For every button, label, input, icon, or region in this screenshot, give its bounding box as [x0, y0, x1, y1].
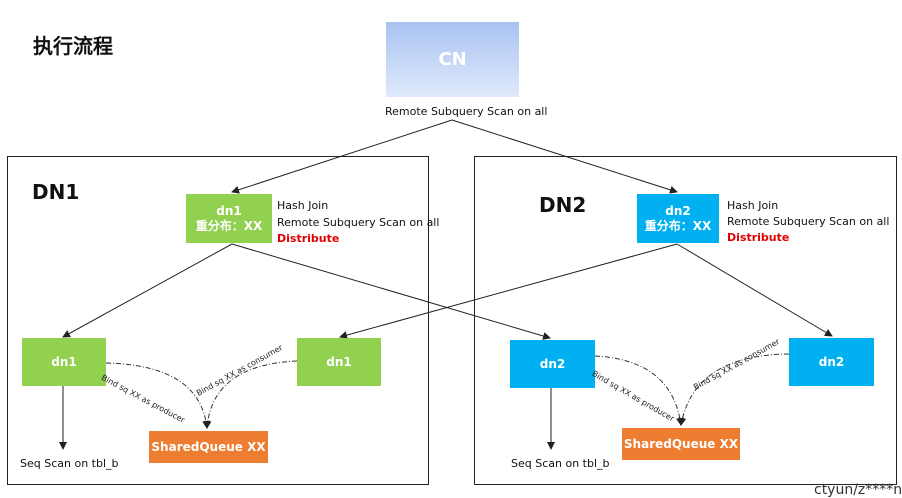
dashed-dn1-consumer: [203, 360, 298, 429]
arrow-dn2-to-dn2-right: [676, 243, 833, 337]
dn1-top-node-name: dn1: [216, 203, 242, 218]
dn2-top-node: dn2 重分布：XX: [637, 194, 719, 243]
dn1-op-remote-scan: Remote Subquery Scan on all: [277, 216, 440, 229]
cn-op-label: Remote Subquery Scan on all: [385, 105, 548, 118]
arrow-dn1-to-dn2-left: [231, 243, 551, 340]
dn1-left-node: dn1: [22, 338, 106, 386]
dn2-shared-queue: SharedQueue XX: [622, 428, 740, 460]
dn1-top-node: dn1 重分布：XX: [186, 194, 272, 243]
dn2-left-node: dn2: [510, 340, 595, 388]
watermark: ctyun/z****n: [814, 482, 902, 498]
dashed-dn1-producer: [105, 362, 211, 429]
arrow-dn1-to-dn1-left: [62, 243, 233, 338]
dn1-op-hash-join: Hash Join: [277, 199, 329, 212]
dn1-right-node: dn1: [297, 338, 381, 386]
dn2-seq-scan-label: Seq Scan on tbl_b: [511, 457, 610, 470]
dn2-op-remote-scan: Remote Subquery Scan on all: [727, 215, 890, 228]
dn1-seq-scan-label: Seq Scan on tbl_b: [20, 457, 119, 470]
dn2-op-hash-join: Hash Join: [727, 199, 779, 212]
dn1-distribute-label: Distribute: [277, 232, 340, 245]
dn2-panel: [474, 156, 897, 485]
dn2-distribute-label: Distribute: [727, 231, 790, 244]
page-title: 执行流程: [33, 34, 113, 58]
dn2-right-node: dn2: [789, 338, 874, 386]
dashed-dn2-consumer: [678, 353, 790, 426]
arrow-dn2-to-dn1-right: [339, 243, 678, 339]
cn-node: CN: [386, 22, 519, 97]
dn1-title: DN1: [32, 180, 80, 204]
dn1-top-node-redistribute: 重分布：XX: [195, 218, 263, 233]
dn1-panel: [7, 156, 429, 485]
dn2-title: DN2: [539, 193, 587, 217]
dashed-dn2-producer: [594, 355, 684, 426]
dn1-shared-queue: SharedQueue XX: [149, 431, 268, 463]
dn2-top-node-name: dn2: [665, 203, 691, 218]
dn2-top-node-redistribute: 重分布：XX: [644, 218, 712, 233]
